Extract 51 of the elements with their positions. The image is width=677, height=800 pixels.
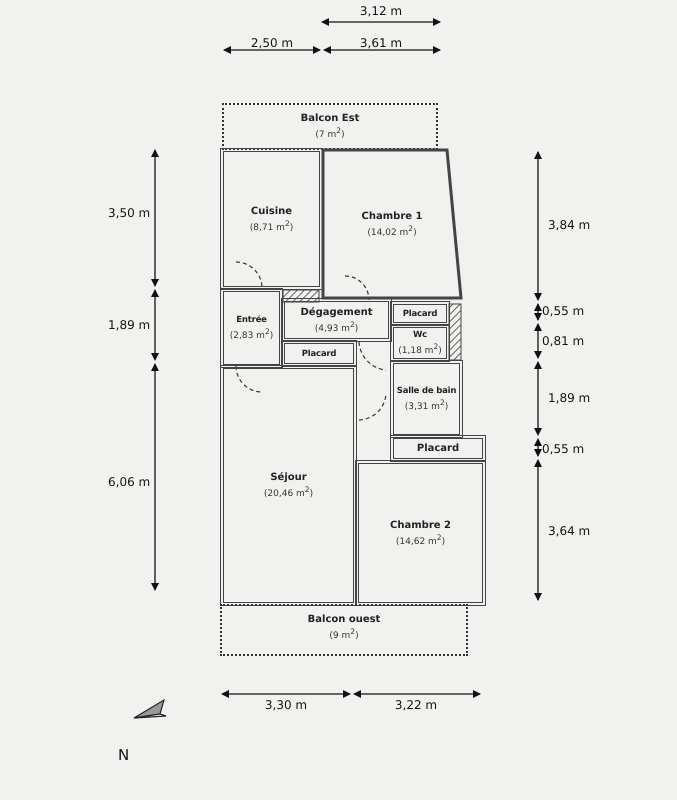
room-area: (3,31 m$^{2}$) (404, 398, 448, 412)
room-name: Wc (412, 330, 427, 340)
closet (390, 301, 450, 326)
room (390, 360, 463, 438)
room (281, 298, 392, 342)
dimension-label: 3,12 m (360, 4, 402, 18)
room (220, 365, 357, 606)
room-area: (9 m$^{2}$) (329, 627, 359, 641)
dimension-label: 2,50 m (250, 36, 294, 50)
dimension-label: 0,55 m (542, 442, 584, 456)
dimension-label: 3,84 m (548, 218, 590, 232)
room-name: Balcon ouest (308, 614, 380, 625)
dimension-label: 3,61 m (360, 36, 402, 50)
room-area: (14,02 m$^{2}$) (367, 224, 417, 238)
dimension-label: 3,64 m (548, 524, 590, 538)
room (220, 288, 283, 368)
dimension-label: 0,81 m (542, 334, 584, 348)
balcony (222, 103, 438, 150)
room-area: (8,71 m$^{2}$) (250, 218, 294, 232)
room-area: (20,46 m$^{2}$) (264, 485, 314, 499)
balcony (220, 604, 468, 656)
dimension-label: 3,30 m (264, 698, 308, 712)
room-name: Chambre 1 (362, 210, 422, 222)
room-name: Placard (402, 308, 438, 318)
room-name: Placard (302, 348, 336, 358)
closet (281, 340, 357, 367)
room-name: Dégagement (300, 306, 373, 318)
room-name: Salle de bain (396, 386, 456, 396)
room-area: (1,18 m$^{2}$) (398, 342, 442, 356)
room (355, 460, 486, 606)
room-area: (14,62 m$^{2}$) (396, 532, 446, 546)
room (390, 324, 450, 362)
room-name: Balcon Est (300, 113, 360, 124)
dimension-label: 0,55 m (542, 304, 584, 318)
room-name: Séjour (270, 472, 307, 483)
room-name: Chambre 2 (390, 520, 451, 530)
closet (390, 435, 486, 462)
room-area: (4,93 m$^{2}$) (314, 320, 358, 334)
room-area: (2,83 m$^{2}$) (230, 327, 274, 341)
room-name: Entrée (236, 315, 267, 325)
room-area: (7 m$^{2}$) (315, 126, 345, 140)
room-name: Cuisine (250, 206, 292, 216)
room (321, 148, 463, 300)
dimension-label: 1,89 m (548, 391, 590, 405)
dimension-label: 3,22 m (394, 698, 438, 712)
dimension-label: 6,06 m (108, 475, 150, 489)
dimension-label: 1,89 m (108, 318, 150, 332)
room (220, 148, 323, 290)
north-label: N (118, 746, 130, 764)
room-name: Placard (416, 443, 460, 454)
dimension-label: 3,50 m (108, 206, 150, 220)
